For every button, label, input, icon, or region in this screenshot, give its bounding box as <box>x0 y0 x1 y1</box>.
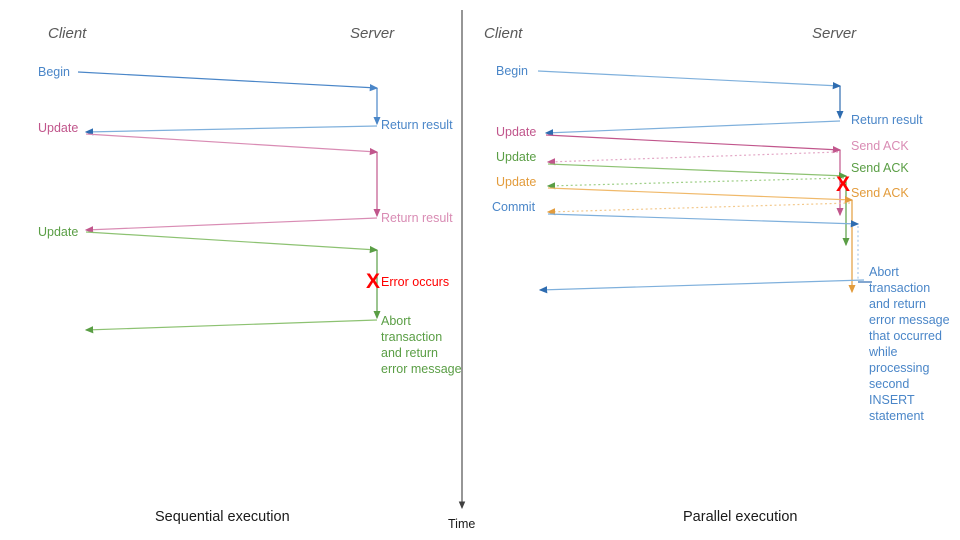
note-line: second <box>869 377 909 391</box>
note-line: error message <box>381 362 462 376</box>
note-line: transaction <box>869 281 930 295</box>
arrow-abort-return <box>538 279 865 294</box>
arrow-update-3-request <box>547 187 854 204</box>
note-line: Abort <box>869 265 899 279</box>
arrow-send-ack-2 <box>546 177 845 190</box>
message-label-send-ack-3: Send ACK <box>851 186 909 200</box>
arrow-return-result-2 <box>84 217 378 234</box>
note-line: error message <box>869 313 950 327</box>
panel-parallel: Client Server Begin Return result Update… <box>484 25 950 525</box>
error-x-icon: X <box>366 270 380 293</box>
note-line: that occurred <box>869 329 942 343</box>
note-line: and return <box>869 297 926 311</box>
message-label-begin: Begin <box>38 65 70 79</box>
panel-sequential: Client Server Begin Return result Update… <box>38 25 462 525</box>
message-label-return-result-1: Return result <box>381 118 453 132</box>
note-abort-sequential: Abort transaction and return error messa… <box>381 314 462 376</box>
panel-caption-parallel: Parallel execution <box>683 509 797 525</box>
lane-header-server: Server <box>350 25 395 42</box>
lane-header-client: Client <box>48 25 87 42</box>
arrow-update-1-request <box>85 133 379 156</box>
message-label-begin: Begin <box>496 64 528 78</box>
arrow-begin-request <box>537 70 842 90</box>
arrow-update-2-request <box>547 163 848 180</box>
message-label-update-2: Update <box>496 150 536 164</box>
message-label-return-result-2: Return result <box>381 211 453 225</box>
arrow-send-ack-1 <box>546 151 839 166</box>
lane-header-client: Client <box>484 25 523 42</box>
note-abort-parallel: Abort transaction and return error messa… <box>868 265 950 423</box>
lane-header-server: Server <box>812 25 857 42</box>
arrow-update-1-request <box>545 134 842 154</box>
note-line: INSERT <box>869 393 915 407</box>
arrow-commit-request <box>547 213 860 228</box>
message-label-send-ack-2: Send ACK <box>851 161 909 175</box>
note-line: and return <box>381 346 438 360</box>
arrow-begin-request <box>77 71 379 92</box>
message-label-update-2: Update <box>38 225 78 239</box>
message-label-send-ack-1: Send ACK <box>851 139 909 153</box>
message-label-update-3: Update <box>496 175 536 189</box>
note-line: transaction <box>381 330 442 344</box>
message-label-commit: Commit <box>492 200 536 214</box>
error-occurs-label: Error occurs <box>381 275 449 289</box>
message-label-return-result: Return result <box>851 113 923 127</box>
panel-caption-sequential: Sequential execution <box>155 509 290 525</box>
message-label-update-1: Update <box>38 121 78 135</box>
arrow-return-result <box>544 120 841 137</box>
arrow-return-result-1 <box>84 125 378 136</box>
note-line: Abort <box>381 314 411 328</box>
error-x-icon: X <box>836 173 850 196</box>
time-axis-label: Time <box>448 517 475 531</box>
arrow-update-2-request <box>85 231 379 254</box>
note-line: statement <box>869 409 924 423</box>
arrow-send-ack-3 <box>546 202 851 216</box>
message-label-update-1: Update <box>496 125 536 139</box>
note-line: while <box>868 345 898 359</box>
arrow-abort-return <box>84 319 378 334</box>
note-line: processing <box>869 361 929 375</box>
